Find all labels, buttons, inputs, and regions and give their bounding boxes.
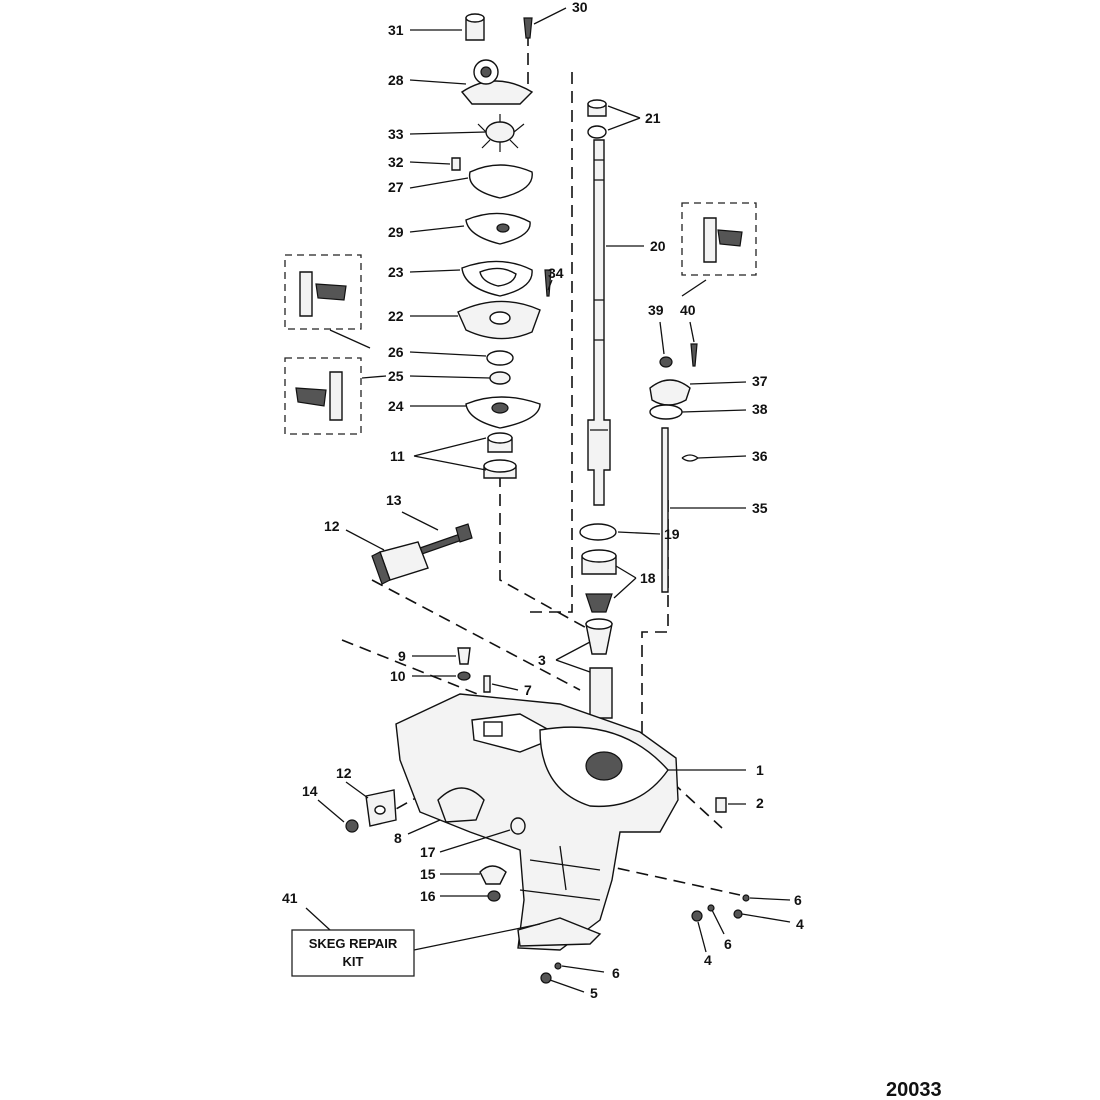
part-gasket-27 bbox=[468, 164, 533, 199]
callout-4-mid: 4 bbox=[704, 952, 712, 968]
callout-11: 11 bbox=[390, 448, 405, 464]
callout-20: 20 bbox=[650, 238, 666, 254]
inset-boxes bbox=[284, 202, 757, 435]
part-pin-2 bbox=[715, 797, 727, 813]
part-shim bbox=[579, 523, 617, 541]
part-washer-10 bbox=[457, 671, 471, 681]
callout-41: 41 bbox=[282, 890, 298, 906]
callout-7: 7 bbox=[524, 682, 532, 698]
part-seal-15 bbox=[479, 865, 507, 885]
callout-22: 22 bbox=[388, 308, 404, 324]
part-screw-5 bbox=[540, 972, 552, 984]
part-skeg bbox=[517, 917, 602, 947]
part-nut-14 bbox=[345, 819, 359, 833]
part-key bbox=[451, 157, 461, 171]
callout-9: 9 bbox=[398, 648, 406, 664]
part-shift-shaft bbox=[661, 427, 669, 593]
part-trim-tab bbox=[437, 787, 485, 823]
callout-13: 13 bbox=[386, 492, 402, 508]
callout-29: 29 bbox=[388, 224, 404, 240]
callout-36: 36 bbox=[752, 448, 768, 464]
callout-35: 35 bbox=[752, 500, 768, 516]
part-gear-housing bbox=[395, 693, 679, 951]
callout-5: 5 bbox=[590, 985, 598, 1001]
callout-18: 18 bbox=[640, 570, 656, 586]
callout-1: 1 bbox=[756, 762, 764, 778]
callout-34: 34 bbox=[548, 265, 564, 281]
callout-6-right: 6 bbox=[794, 892, 802, 908]
callout-25: 25 bbox=[388, 368, 404, 384]
part-bolt-13 bbox=[419, 533, 463, 555]
callout-numbers: 31 30 28 21 33 32 27 29 20 34 23 22 39 4… bbox=[282, 0, 804, 1001]
part-screw-16 bbox=[487, 890, 501, 902]
part-screw-4b bbox=[691, 910, 703, 922]
callout-2: 2 bbox=[756, 795, 764, 811]
part-bearing-18b bbox=[585, 593, 613, 613]
part-screw-34 bbox=[544, 269, 552, 297]
part-oring bbox=[649, 404, 683, 420]
kit-label-line2: KIT bbox=[343, 954, 364, 969]
callout-21: 21 bbox=[645, 110, 661, 126]
callout-17: 17 bbox=[420, 844, 436, 860]
part-driveshaft bbox=[587, 139, 611, 506]
part-screw-30 bbox=[523, 17, 533, 39]
callout-16: 16 bbox=[420, 888, 436, 904]
part-pin-7 bbox=[483, 675, 491, 693]
part-seal-25 bbox=[489, 371, 511, 385]
kit-label-line1: SKEG REPAIR bbox=[309, 936, 398, 951]
callout-37: 37 bbox=[752, 373, 768, 389]
callout-14: 14 bbox=[302, 783, 318, 799]
callout-15: 15 bbox=[420, 866, 436, 882]
callout-19: 19 bbox=[664, 526, 680, 542]
callout-26: 26 bbox=[388, 344, 404, 360]
callout-12-lower: 12 bbox=[336, 765, 352, 781]
part-impeller bbox=[477, 114, 525, 152]
callout-31: 31 bbox=[388, 22, 404, 38]
callout-38: 38 bbox=[752, 401, 768, 417]
part-washer-6a bbox=[742, 894, 750, 902]
callout-33: 33 bbox=[388, 126, 404, 142]
callout-32: 32 bbox=[388, 154, 404, 170]
callout-30: 30 bbox=[572, 0, 588, 15]
part-bolt-9 bbox=[457, 647, 471, 665]
part-nut-39 bbox=[659, 356, 673, 368]
part-pump-housing bbox=[460, 80, 534, 105]
callout-24: 24 bbox=[388, 398, 404, 414]
callout-3: 3 bbox=[538, 652, 546, 668]
parts bbox=[345, 13, 750, 984]
diagram-reference-number: 20033 bbox=[886, 1079, 942, 1100]
callout-40: 40 bbox=[680, 302, 696, 318]
part-seal-26 bbox=[486, 350, 514, 366]
part-washer-6c bbox=[554, 962, 562, 970]
part-clip bbox=[681, 454, 700, 462]
part-plug-17 bbox=[510, 817, 526, 835]
callout-27: 27 bbox=[388, 179, 404, 195]
callout-4-right: 4 bbox=[796, 916, 804, 932]
part-sleeve-3b bbox=[589, 667, 613, 719]
leader-lines bbox=[305, 7, 791, 993]
part-screw-40 bbox=[690, 343, 698, 367]
callout-6-mid: 6 bbox=[724, 936, 732, 952]
part-washer-6b bbox=[707, 904, 715, 912]
callout-28: 28 bbox=[388, 72, 404, 88]
skeg-repair-kit-label: SKEG REPAIR KIT bbox=[291, 929, 415, 977]
callout-12-top: 12 bbox=[324, 518, 340, 534]
callout-23: 23 bbox=[388, 264, 404, 280]
callout-6-bottom: 6 bbox=[612, 965, 620, 981]
callout-39: 39 bbox=[648, 302, 664, 318]
callout-10: 10 bbox=[390, 668, 406, 684]
callout-8: 8 bbox=[394, 830, 402, 846]
part-screw-4a bbox=[733, 909, 743, 919]
part-guide bbox=[649, 379, 691, 406]
